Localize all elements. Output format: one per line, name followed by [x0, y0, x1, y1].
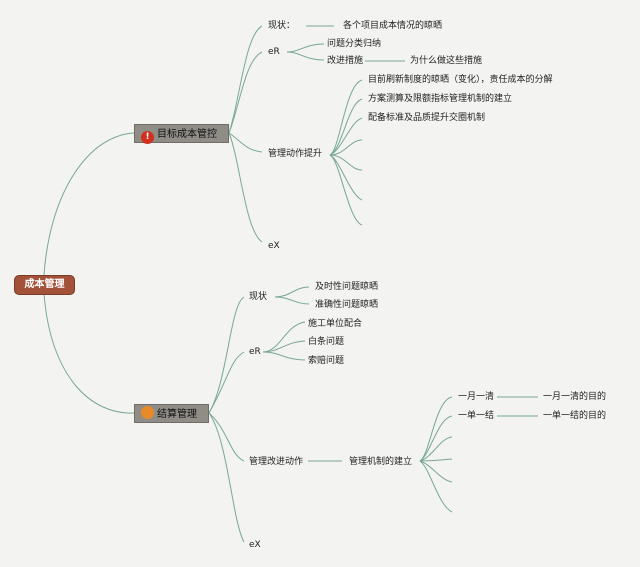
- n1-er-note[interactable]: 为什么做这些措施: [410, 56, 483, 66]
- link-root-settlement: [43, 292, 135, 414]
- node-label: 目标成本管控: [157, 129, 217, 140]
- n1-action-item-1[interactable]: 目前刷新制度的晾晒（变化），责任成本的分解: [368, 75, 553, 85]
- n2-mechanism[interactable]: 管理机制的建立: [349, 457, 413, 467]
- node-settlement-management[interactable]: 结算管理: [134, 404, 209, 423]
- n1-action-item-3[interactable]: 配备标准及品质提升交圈机制: [368, 113, 486, 123]
- n2-mech-item-1[interactable]: 一月一清: [458, 392, 495, 402]
- n2-status-item-1[interactable]: 及时性问题晾晒: [315, 282, 379, 292]
- n2-status-label[interactable]: 现状: [249, 292, 268, 302]
- node-target-cost-control[interactable]: !目标成本管控: [134, 124, 229, 144]
- n2-er[interactable]: eR: [249, 347, 261, 357]
- n1-action[interactable]: 管理动作提升: [268, 149, 323, 159]
- node-label: 结算管理: [157, 409, 197, 420]
- root-node[interactable]: 成本管理: [14, 275, 75, 295]
- n2-action[interactable]: 管理改进动作: [249, 457, 304, 467]
- n1-ex[interactable]: eX: [268, 241, 280, 251]
- n2-er-item-1[interactable]: 施工单位配合: [308, 319, 363, 329]
- link-root-target: [43, 132, 135, 276]
- n1-action-item-2[interactable]: 方案测算及限额指标管理机制的建立: [368, 94, 513, 104]
- n2-er-item-2[interactable]: 白条问题: [308, 337, 345, 347]
- n2-er-item-3[interactable]: 索赔问题: [308, 356, 345, 366]
- n1-status-label[interactable]: 现状：: [268, 21, 296, 31]
- n1-er[interactable]: eR: [268, 47, 280, 57]
- n1-er-item-2[interactable]: 改进措施: [327, 56, 364, 66]
- n2-status-item-2[interactable]: 准确性问题晾晒: [315, 300, 379, 310]
- warning-icon: !: [141, 131, 154, 144]
- n2-mech-item-2[interactable]: 一单一结: [458, 411, 495, 421]
- n2-mech-note-1[interactable]: 一月一清的目的: [543, 392, 607, 402]
- n2-ex[interactable]: eX: [249, 540, 261, 550]
- n1-status-value[interactable]: 各个项目成本情况的晾晒: [343, 21, 443, 31]
- n2-mech-note-2[interactable]: 一单一结的目的: [543, 411, 607, 421]
- n1-er-item-1[interactable]: 问题分类归纳: [327, 39, 382, 49]
- status-dot-icon: [141, 406, 154, 419]
